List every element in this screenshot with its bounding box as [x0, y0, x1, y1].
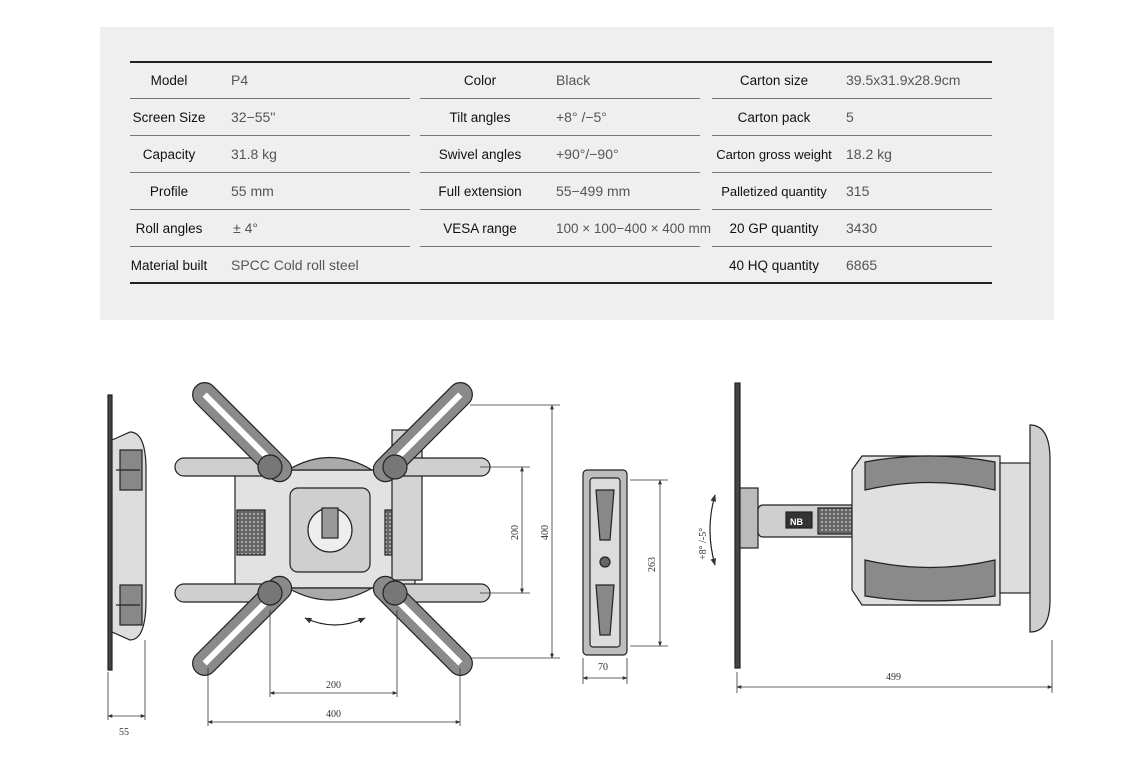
- table-rule: [712, 209, 992, 210]
- dim-vesa-inner-height: 200: [510, 525, 521, 540]
- table-rule: [420, 209, 700, 210]
- spec-value-40hq: 6865: [846, 257, 878, 273]
- spec-value-screen-size: 32−55": [231, 109, 276, 125]
- spec-label-palletized: Palletized quantity: [721, 184, 827, 199]
- table-rule: [420, 172, 700, 173]
- table-top-rule: [130, 61, 992, 63]
- extended-side-drawing: [709, 382, 1051, 669]
- spec-label-tilt: Tilt angles: [449, 110, 511, 125]
- dim-vesa-outer-width: 400: [326, 709, 341, 720]
- table-rule: [712, 135, 992, 136]
- table-rule: [712, 246, 992, 247]
- spec-label-carton-size: Carton size: [739, 73, 809, 88]
- spec-label-20gp: 20 GP quantity: [729, 221, 819, 236]
- extended-side-dimensions: [736, 640, 1053, 693]
- table-rule: [712, 98, 992, 99]
- brand-logo-text: NB: [790, 517, 803, 527]
- drawings-svg: 55 200 400 200 400 263 70: [107, 382, 1053, 738]
- table-bottom-rule: [130, 282, 992, 284]
- dim-arm-height: 263: [647, 557, 658, 572]
- spec-panel: Model P4 Screen Size 32−55" Capacity 31.…: [100, 27, 1054, 320]
- spec-table: Model P4 Screen Size 32−55" Capacity 31.…: [130, 61, 992, 284]
- spec-label-swivel: Swivel angles: [438, 147, 522, 162]
- spec-label-carton-pack: Carton pack: [737, 110, 811, 125]
- table-rule: [130, 209, 410, 210]
- spec-value-gross-weight: 18.2 kg: [846, 146, 892, 162]
- front-view-dimensions: [107, 404, 560, 726]
- table-rule: [130, 135, 410, 136]
- spec-value-color: Black: [556, 72, 591, 88]
- spec-label-vesa: VESA range: [443, 221, 517, 236]
- arm-view-drawing: [582, 469, 628, 656]
- spec-value-roll-angles: ± 4°: [233, 220, 258, 236]
- spec-label-profile: Profile: [149, 184, 189, 199]
- technical-drawings: 55 200 400 200 400 263 70: [0, 330, 1130, 771]
- spec-label-color: Color: [463, 73, 497, 88]
- spec-label-40hq: 40 HQ quantity: [728, 258, 820, 273]
- side-profile-drawing: [107, 394, 147, 671]
- spec-value-tilt: +8° /−5°: [556, 109, 607, 125]
- spec-label-roll-angles: Roll angles: [135, 221, 203, 236]
- dim-arm-width: 70: [598, 662, 608, 673]
- table-rule: [420, 98, 700, 99]
- spec-value-20gp: 3430: [846, 220, 878, 236]
- spec-label-extension: Full extension: [438, 184, 522, 199]
- table-rule: [420, 246, 700, 247]
- spec-value-palletized: 315: [846, 183, 870, 199]
- spec-label-model: Model: [150, 73, 188, 88]
- dim-full-extension: 499: [886, 672, 901, 683]
- dim-vesa-inner-width: 200: [326, 680, 341, 691]
- dim-vesa-outer-height: 400: [540, 525, 551, 540]
- brand-logo: NB: [790, 517, 803, 527]
- spec-value-extension: 55−499 mm: [556, 183, 631, 199]
- spec-label-material: Material built: [130, 258, 208, 273]
- spec-value-profile: 55 mm: [231, 183, 274, 199]
- spec-value-model: P4: [231, 72, 249, 88]
- spec-value-vesa: 100 × 100−400 × 400 mm: [556, 221, 711, 236]
- spec-label-screen-size: Screen Size: [132, 110, 206, 125]
- dim-tilt-angle: +8° /-5°: [698, 528, 709, 560]
- spec-value-carton-pack: 5: [846, 109, 854, 125]
- spec-label-gross-weight: Carton gross weight: [716, 147, 832, 162]
- arm-view-dimensions: [582, 479, 668, 684]
- spec-label-capacity: Capacity: [142, 147, 196, 162]
- spec-value-carton-size: 39.5x31.9x28.9cm: [846, 72, 961, 88]
- spec-value-swivel: +90°/−90°: [556, 146, 619, 162]
- table-rule: [130, 98, 410, 99]
- table-rule: [130, 172, 410, 173]
- dim-profile-depth: 55: [119, 727, 129, 738]
- spec-value-capacity: 31.8 kg: [231, 146, 277, 162]
- table-rule: [420, 135, 700, 136]
- table-rule: [130, 246, 410, 247]
- front-view-drawing: [174, 382, 491, 676]
- table-rule: [712, 172, 992, 173]
- spec-value-material: SPCC Cold roll steel: [231, 257, 359, 273]
